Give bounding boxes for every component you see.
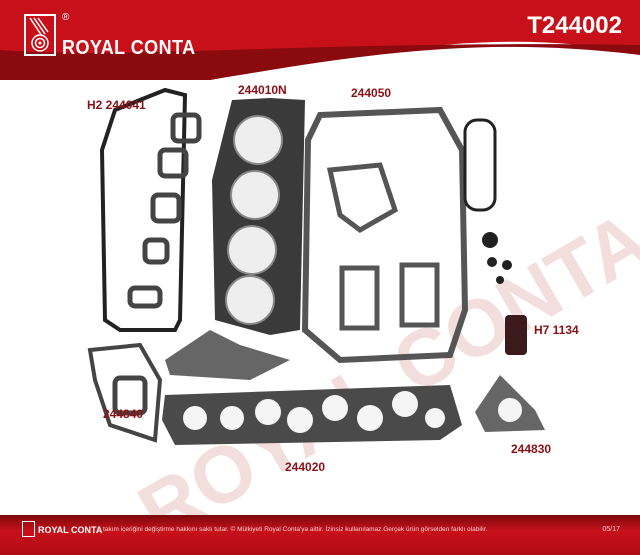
small-gaskets xyxy=(127,112,202,309)
label-exhaust: 244840 xyxy=(103,407,144,421)
footer-brand: ROYAL CONTA xyxy=(38,525,103,535)
label-valve-cover: H2 244041 xyxy=(87,98,146,112)
label-valve-seals: H7 1134 xyxy=(534,323,579,337)
oil-pan-gasket xyxy=(301,106,469,364)
label-oil-pan: 244050 xyxy=(351,86,392,100)
footer-bar: ROYAL CONTA takım içeriğini değiştirme h… xyxy=(0,515,640,555)
registered-mark: ® xyxy=(62,12,70,23)
royal-conta-logo xyxy=(24,14,56,56)
footer-logo xyxy=(22,521,35,537)
brand-name: ROYAL CONTA xyxy=(62,37,196,59)
header-banner xyxy=(0,0,640,80)
gasket-set-photo: ROYAL CONTA xyxy=(87,87,640,515)
footer-disclaimer: takım içeriğini değiştirme hakkını saklı… xyxy=(103,526,488,533)
product-code: T244002 xyxy=(527,12,622,39)
page-number: 05/17 xyxy=(602,526,620,533)
label-flange: 244830 xyxy=(511,442,552,456)
label-manifold: 244020 xyxy=(285,460,326,474)
label-head-gasket: 244010N xyxy=(238,83,287,97)
valve-cover-gasket xyxy=(99,87,188,332)
